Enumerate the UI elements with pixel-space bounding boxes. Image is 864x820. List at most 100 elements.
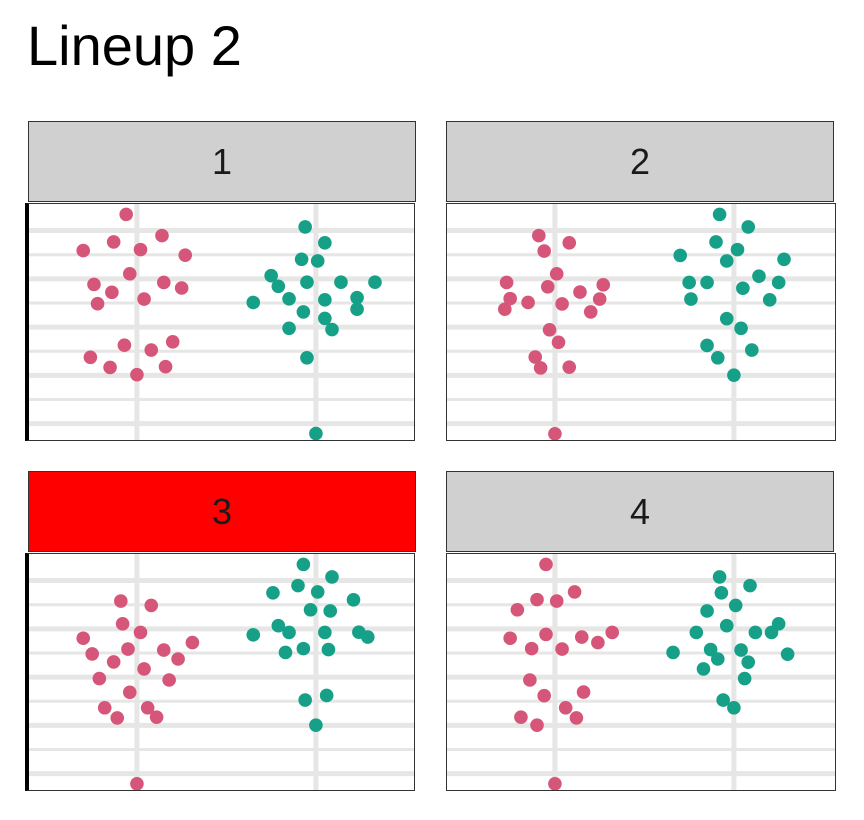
panel-svg (447, 554, 835, 790)
data-point-group1 (144, 598, 159, 613)
data-point-group2 (745, 343, 759, 357)
data-point-group2 (710, 350, 725, 365)
data-point-group1 (122, 685, 137, 700)
data-point-group2 (764, 625, 779, 640)
data-point-group1 (149, 710, 164, 724)
data-point-group1 (503, 291, 517, 306)
data-point-group2 (734, 321, 748, 336)
data-point-group1 (103, 360, 117, 375)
data-point-group2 (700, 275, 714, 290)
data-point-group1 (130, 776, 144, 790)
data-point-group1 (574, 630, 589, 644)
data-point-group2 (309, 426, 323, 440)
data-point-group2 (300, 350, 314, 365)
data-point-group1 (521, 295, 535, 310)
panel-strip-label: 1 (28, 121, 416, 202)
data-point-group2 (734, 643, 748, 657)
data-point-group2 (689, 625, 704, 640)
data-point-group2 (323, 604, 338, 618)
data-point-group2 (666, 645, 680, 660)
data-point-group2 (264, 268, 278, 283)
data-point-group1 (137, 662, 151, 676)
panel-svg (29, 204, 414, 440)
data-point-group2 (246, 295, 261, 310)
data-point-group1 (549, 266, 564, 281)
data-point-group1 (144, 343, 159, 357)
data-point-group2 (294, 252, 309, 267)
data-point-group1 (158, 359, 173, 374)
data-point-group2 (271, 618, 286, 633)
data-point-group1 (498, 302, 512, 317)
data-point-group2 (716, 693, 730, 707)
data-point-group1 (567, 585, 582, 599)
data-point-group2 (712, 570, 727, 584)
data-point-group1 (137, 292, 151, 306)
data-point-group1 (532, 228, 546, 243)
data-point-group1 (503, 631, 517, 646)
data-point-group1 (576, 685, 591, 699)
data-point-group1 (591, 635, 605, 650)
data-point-group2 (682, 275, 696, 290)
data-point-group2 (291, 578, 305, 593)
data-point-group1 (524, 641, 539, 656)
data-point-group1 (117, 338, 132, 353)
plot-area (25, 203, 415, 441)
data-point-group2 (777, 252, 791, 267)
data-point-group1 (548, 426, 562, 440)
data-point-group2 (727, 700, 741, 715)
data-point-group2 (710, 652, 725, 666)
data-point-group1 (119, 207, 133, 222)
data-point-group1 (558, 700, 573, 715)
data-point-group2 (282, 321, 296, 336)
data-point-group2 (737, 671, 752, 686)
panel-svg (447, 204, 835, 440)
data-point-group2 (310, 585, 325, 599)
data-point-group1 (122, 266, 137, 281)
data-point-group1 (537, 688, 551, 703)
data-point-group1 (106, 655, 121, 669)
data-point-group1 (156, 643, 171, 657)
data-point-group1 (92, 671, 107, 686)
data-point-group2 (296, 641, 311, 656)
data-point-group2 (334, 275, 348, 290)
data-point-group1 (510, 602, 525, 617)
data-point-group2 (741, 655, 756, 669)
data-point-group1 (499, 275, 514, 290)
panel-strip-label: 4 (446, 471, 834, 552)
data-point-group1 (530, 592, 544, 607)
data-point-group1 (185, 635, 200, 650)
data-point-group2 (673, 248, 688, 263)
data-point-group1 (542, 322, 557, 337)
data-point-group2 (752, 269, 766, 283)
data-point-group1 (562, 360, 577, 374)
data-point-group2 (350, 290, 364, 305)
data-point-group2 (282, 625, 296, 640)
panel-svg (29, 554, 414, 790)
data-point-group2 (700, 338, 714, 353)
panel-strip-label: 3 (28, 471, 416, 552)
data-point-group1 (605, 625, 619, 640)
data-point-group2 (719, 254, 734, 268)
data-point-group2 (321, 642, 336, 657)
data-point-group1 (97, 700, 112, 715)
data-point-group1 (548, 776, 562, 790)
data-point-group1 (528, 350, 543, 364)
data-point-group2 (727, 368, 741, 382)
data-point-group1 (178, 248, 193, 262)
data-point-group1 (583, 305, 598, 319)
data-point-group2 (318, 236, 332, 250)
data-point-group2 (318, 311, 332, 326)
data-point-group1 (85, 647, 99, 661)
plot-area (25, 553, 415, 791)
data-point-group1 (156, 275, 171, 290)
data-point-group2 (684, 292, 698, 306)
data-point-group2 (736, 281, 750, 296)
data-point-group1 (555, 297, 569, 311)
data-point-group1 (533, 361, 548, 375)
data-point-group1 (110, 711, 125, 725)
plot-area (446, 553, 836, 791)
data-point-group1 (592, 292, 607, 306)
data-point-group2 (271, 279, 286, 294)
data-point-group2 (296, 305, 311, 319)
data-point-group2 (368, 275, 382, 290)
